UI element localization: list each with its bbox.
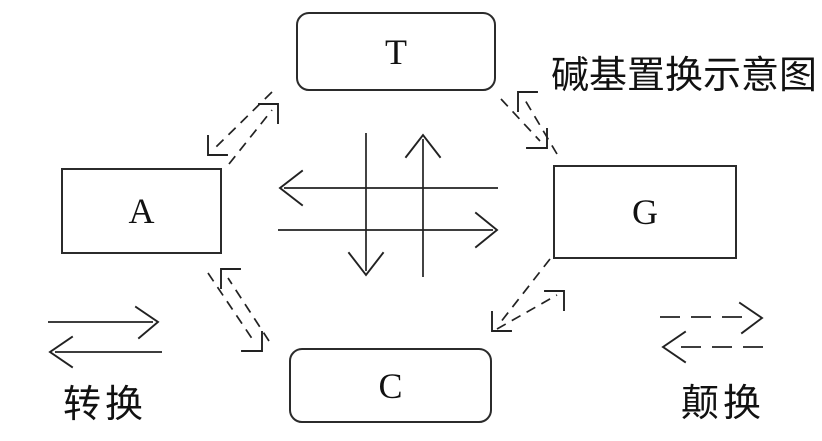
node-box-g: G [553, 165, 737, 259]
legend-transition-label: 转换 [63, 384, 148, 426]
legend-transversion-label: 颠换 [681, 383, 766, 425]
node-label-t: T [385, 31, 407, 72]
node-box-a: A [61, 168, 222, 254]
node-label-a: A [128, 191, 155, 231]
node-label-g: G [632, 192, 658, 232]
transition-arrows-center [278, 133, 499, 277]
node-label-c: C [378, 365, 403, 406]
transversion-arrow-t-a [207, 91, 279, 165]
legend-transition-arrows [48, 305, 162, 369]
node-box-c: C [289, 348, 492, 423]
node-box-t: T [296, 12, 496, 91]
legend-transversion-arrows [660, 301, 764, 364]
transversion-arrow-c-g [491, 258, 565, 332]
transversion-arrow-a-c [207, 268, 270, 352]
transversion-arrow-t-g [500, 91, 558, 155]
diagram-title: 碱基置换示意图 [551, 55, 818, 97]
